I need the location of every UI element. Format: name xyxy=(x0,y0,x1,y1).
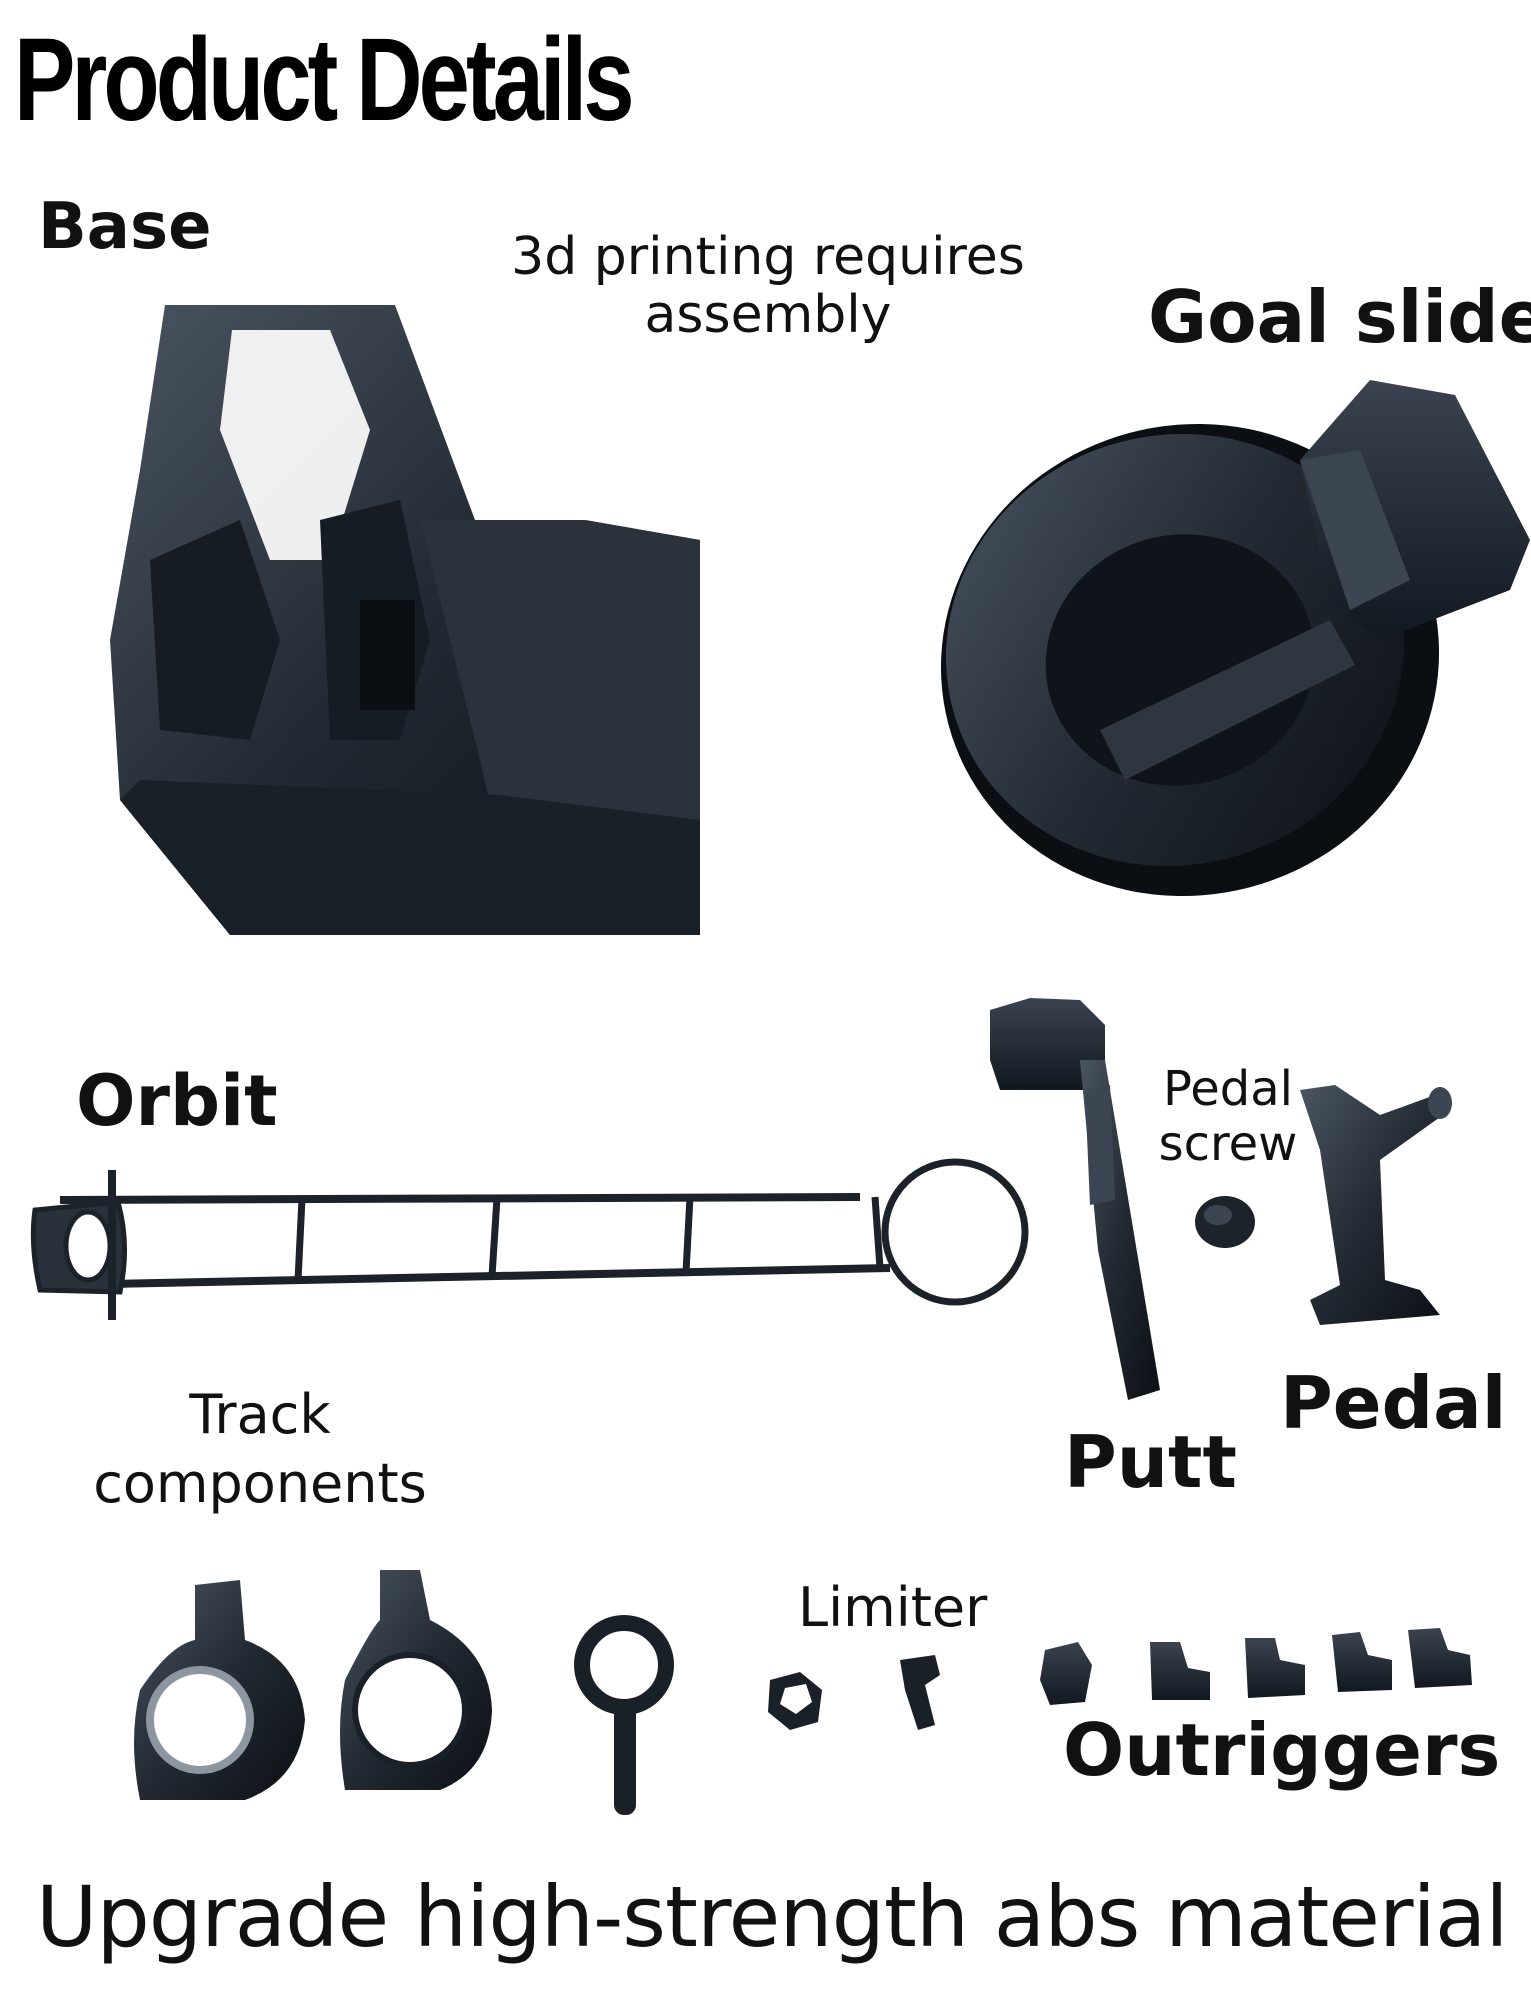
label-track-components: Track components xyxy=(93,1383,427,1516)
label-pedal-screw: Pedal screw xyxy=(1158,1061,1298,1173)
label-base: Base xyxy=(38,190,212,264)
goal-slide-part-image xyxy=(940,380,1530,897)
label-limiter: Limiter xyxy=(798,1576,988,1639)
assembly-note: 3d printing requires assembly xyxy=(511,227,1025,346)
label-orbit: Orbit xyxy=(76,1060,278,1142)
limiter-part-image xyxy=(768,1655,940,1730)
pedal-screw-part-image xyxy=(1195,1196,1255,1248)
track-components-image xyxy=(134,1570,674,1815)
outriggers-image xyxy=(1040,1628,1472,1705)
page-title: Product Details xyxy=(14,14,635,146)
footer-caption: Upgrade high-strength abs material xyxy=(36,1868,1509,1966)
label-putt: Putt xyxy=(1064,1420,1237,1504)
pedal-part-image xyxy=(1300,1085,1452,1325)
orbit-track-image xyxy=(30,1158,1029,1320)
putt-part-image xyxy=(990,998,1160,1400)
base-part-image xyxy=(110,305,700,935)
label-goal-slide: Goal slide xyxy=(1148,275,1531,359)
label-outriggers: Outriggers xyxy=(1063,1708,1501,1792)
label-pedal: Pedal xyxy=(1280,1361,1507,1445)
